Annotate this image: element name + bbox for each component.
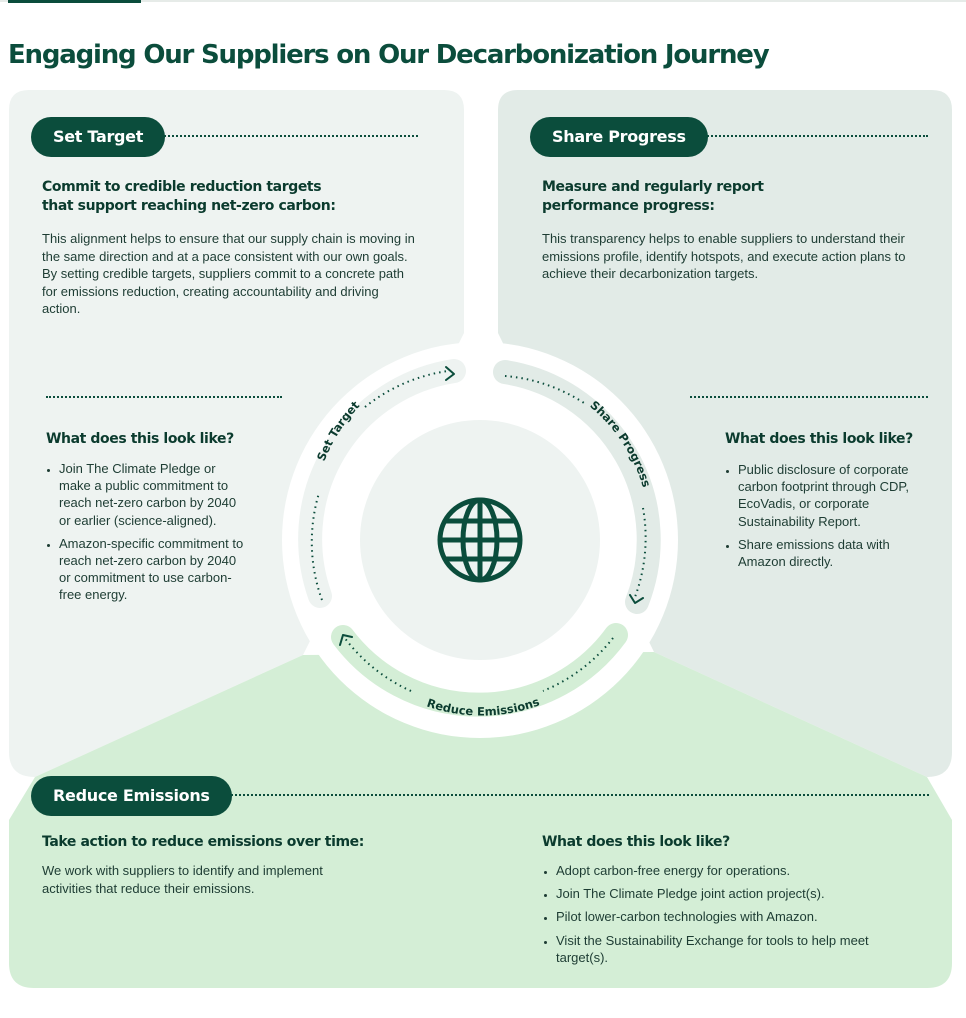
- share-progress-look-divider: [690, 396, 928, 398]
- share-progress-list: Public disclosure of corporate carbon fo…: [721, 461, 938, 576]
- reduce-emissions-list: Adopt carbon-free energy for operations.…: [539, 862, 896, 972]
- set-target-pill: Set Target: [31, 117, 166, 157]
- share-progress-look-heading: What does this look like?: [725, 431, 913, 447]
- set-target-list: Join The Climate Pledge or make a public…: [42, 460, 249, 610]
- globe-icon: [437, 497, 523, 583]
- top-rule: [0, 0, 966, 2]
- reduce-emissions-arc: [331, 623, 628, 717]
- set-target-look-heading: What does this look like?: [46, 431, 234, 447]
- share-progress-panel: [498, 90, 952, 777]
- share-progress-heading: Measure and regularly report performance…: [542, 179, 764, 214]
- set-target-heading: Commit to credible reduction targets tha…: [42, 179, 336, 214]
- share-progress-body: This transparency helps to enable suppli…: [542, 231, 906, 281]
- reduce-emissions-look-heading: What does this look like?: [542, 834, 730, 850]
- reduce-emissions-panel: [9, 652, 952, 988]
- top-accent-bar: [8, 0, 141, 3]
- list-item: Pilot lower-carbon technologies with Ama…: [556, 908, 896, 925]
- set-target-look-divider: [46, 396, 282, 398]
- page-title: Engaging Our Suppliers on Our Decarboniz…: [8, 40, 770, 70]
- share-progress-pill: Share Progress: [530, 117, 708, 157]
- set-target-divider: [164, 135, 418, 137]
- reduce-emissions-pill: Reduce Emissions: [31, 776, 232, 816]
- share-progress-arrowhead: [629, 594, 644, 604]
- reduce-emissions-body: We work with suppliers to identify and i…: [42, 863, 323, 896]
- reduce-emissions-divider: [219, 794, 929, 796]
- set-target-panel: [9, 90, 464, 777]
- set-target-arrowhead: [445, 366, 455, 381]
- share-progress-arc: [493, 360, 661, 614]
- list-item: Visit the Sustainability Exchange for to…: [556, 932, 896, 966]
- list-item: Amazon-specific commitment to reach net-…: [59, 535, 249, 604]
- list-item: Join The Climate Pledge or make a public…: [59, 460, 249, 529]
- set-target-body: This alignment helps to ensure that our …: [42, 231, 415, 316]
- reduce-emissions-arrowhead: [339, 634, 353, 646]
- list-item: Public disclosure of corporate carbon fo…: [738, 461, 938, 530]
- share-progress-divider: [696, 135, 928, 137]
- list-item: Adopt carbon-free energy for operations.: [556, 862, 896, 879]
- reduce-emissions-heading: Take action to reduce emissions over tim…: [42, 834, 364, 850]
- set-target-arc: [298, 359, 466, 608]
- list-item: Share emissions data with Amazon directl…: [738, 536, 938, 570]
- list-item: Join The Climate Pledge joint action pro…: [556, 885, 896, 902]
